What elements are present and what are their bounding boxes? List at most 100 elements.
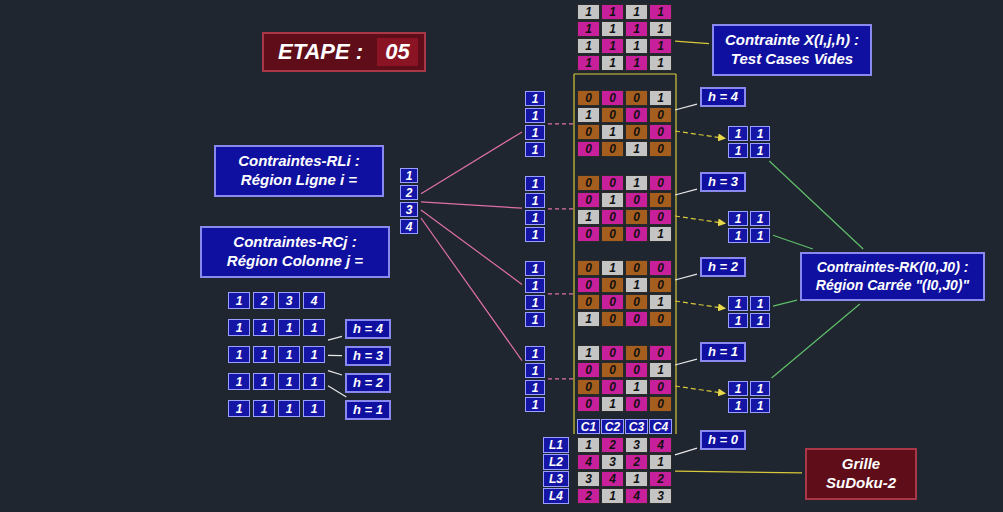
grid-cell: C2 <box>601 419 624 434</box>
layer-grid: 0010010010000001 <box>577 175 672 242</box>
layer-label-text: h = 3 <box>353 348 383 364</box>
connector <box>675 274 697 280</box>
grid-cell: 1 <box>601 4 624 20</box>
connector <box>675 386 725 393</box>
grid-cell: L4 <box>543 488 569 504</box>
grid-cell: 1 <box>601 488 624 504</box>
grid-cell: 1 <box>649 454 672 470</box>
grid-cell: 1 <box>577 311 600 327</box>
grid-cell: 1 <box>525 295 545 310</box>
layer-label-text: h = 4 <box>353 321 383 337</box>
grid-cell: 0 <box>625 192 648 208</box>
grid-cell: 1 <box>525 176 545 191</box>
grid-cell: 1 <box>525 278 545 293</box>
grid-cell: 1 <box>728 143 748 158</box>
column-constraint-grid: 12341111111111111111 <box>228 292 325 417</box>
grid-cell: 0 <box>625 345 648 361</box>
connector <box>548 378 574 379</box>
grid-cell: L3 <box>543 471 569 487</box>
grid-cell: 0 <box>601 107 624 123</box>
grid-cell: L1 <box>543 437 569 453</box>
column-header-strip: C1C2C3C4 <box>577 419 672 434</box>
row-constraint-strip: 1111 <box>525 176 545 242</box>
layer-label: h = 1 <box>700 342 746 362</box>
connector <box>675 301 725 308</box>
connector <box>675 104 697 110</box>
grid-cell: 1 <box>750 211 770 226</box>
grid-cell: 1 <box>625 4 648 20</box>
grid-cell: 0 <box>577 379 600 395</box>
grid-cell: 1 <box>750 381 770 396</box>
grid-cell: 1 <box>525 91 545 106</box>
grid-cell: 4 <box>601 471 624 487</box>
box-text: Contraintes-RK(I0,J0) : Région Carrée "(… <box>810 259 975 294</box>
row-index-strip: 1234 <box>400 168 418 234</box>
grid-cell: 0 <box>649 260 672 276</box>
grid-cell: 0 <box>649 124 672 140</box>
grid-cell: 0 <box>649 396 672 412</box>
grid-cell: 1 <box>525 363 545 378</box>
grid-cell: 1 <box>728 228 748 243</box>
grid-cell: 2 <box>625 454 648 470</box>
row-constraint-strip: 1111 <box>525 261 545 327</box>
connector <box>675 189 697 195</box>
grid-cell: 1 <box>303 319 325 336</box>
square-constraint-block: 1111 <box>728 381 770 413</box>
connector <box>548 208 574 209</box>
grid-cell: 1 <box>253 346 275 363</box>
grid-cell: 0 <box>601 226 624 242</box>
connector <box>675 131 725 138</box>
grid-cell: 0 <box>601 277 624 293</box>
grid-cell: 1 <box>728 211 748 226</box>
grid-cell: 1 <box>625 55 648 71</box>
grid-cell: 1 <box>728 381 748 396</box>
connector <box>421 202 522 208</box>
grid-cell: 1 <box>577 345 600 361</box>
connector <box>328 371 342 375</box>
grid-cell: 4 <box>400 219 418 234</box>
grid-cell: 1 <box>728 313 748 328</box>
grid-cell: 3 <box>400 202 418 217</box>
grid-cell: 0 <box>577 294 600 310</box>
layer-label: h = 4 <box>700 87 746 107</box>
grid-cell: 1 <box>649 90 672 106</box>
grid-cell: 3 <box>601 454 624 470</box>
grid-cell: 1 <box>625 38 648 54</box>
constraint-box: Contraintes-RCj : Région Colonne j = <box>200 226 390 278</box>
box-text: Grille SuDoku-2 <box>815 455 907 493</box>
row-constraint-strip: 1111 <box>525 91 545 157</box>
grid-cell: 0 <box>625 294 648 310</box>
grid-cell: 1 <box>750 296 770 311</box>
grid-cell: 1 <box>649 21 672 37</box>
grid-cell: 1 <box>649 294 672 310</box>
grid-cell: 1 <box>625 21 648 37</box>
stack-edge <box>675 74 676 434</box>
grid-cell: 0 <box>601 362 624 378</box>
layer-label-text: h = 4 <box>708 89 738 105</box>
grid-title-box: Grille SuDoku-2 <box>805 448 917 500</box>
grid-cell: 1 <box>601 124 624 140</box>
grid-cell: 3 <box>577 471 600 487</box>
grid-cell: 0 <box>577 90 600 106</box>
grid-cell: 1 <box>750 313 770 328</box>
connector <box>548 293 574 294</box>
grid-cell: 0 <box>601 209 624 225</box>
grid-cell: 0 <box>649 345 672 361</box>
grid-cell: 1 <box>525 210 545 225</box>
grid-cell: 1 <box>728 296 748 311</box>
grid-cell: 0 <box>577 226 600 242</box>
connector <box>328 386 346 397</box>
grid-cell: 1 <box>649 226 672 242</box>
grid-cell: 2 <box>649 471 672 487</box>
layer-grid: 0100001000011000 <box>577 260 672 327</box>
stack-edge <box>573 74 574 434</box>
layer-grid: 0001100001000010 <box>577 90 672 157</box>
grid-cell: 1 <box>625 175 648 191</box>
connector <box>675 448 697 455</box>
grid-cell: 1 <box>649 38 672 54</box>
layer-label: h = 4 <box>345 319 391 339</box>
layer-label-text: h = 3 <box>708 174 738 190</box>
grid-cell: C1 <box>577 419 600 434</box>
layer-label-text: h = 2 <box>708 259 738 275</box>
grid-cell: 1 <box>525 125 545 140</box>
